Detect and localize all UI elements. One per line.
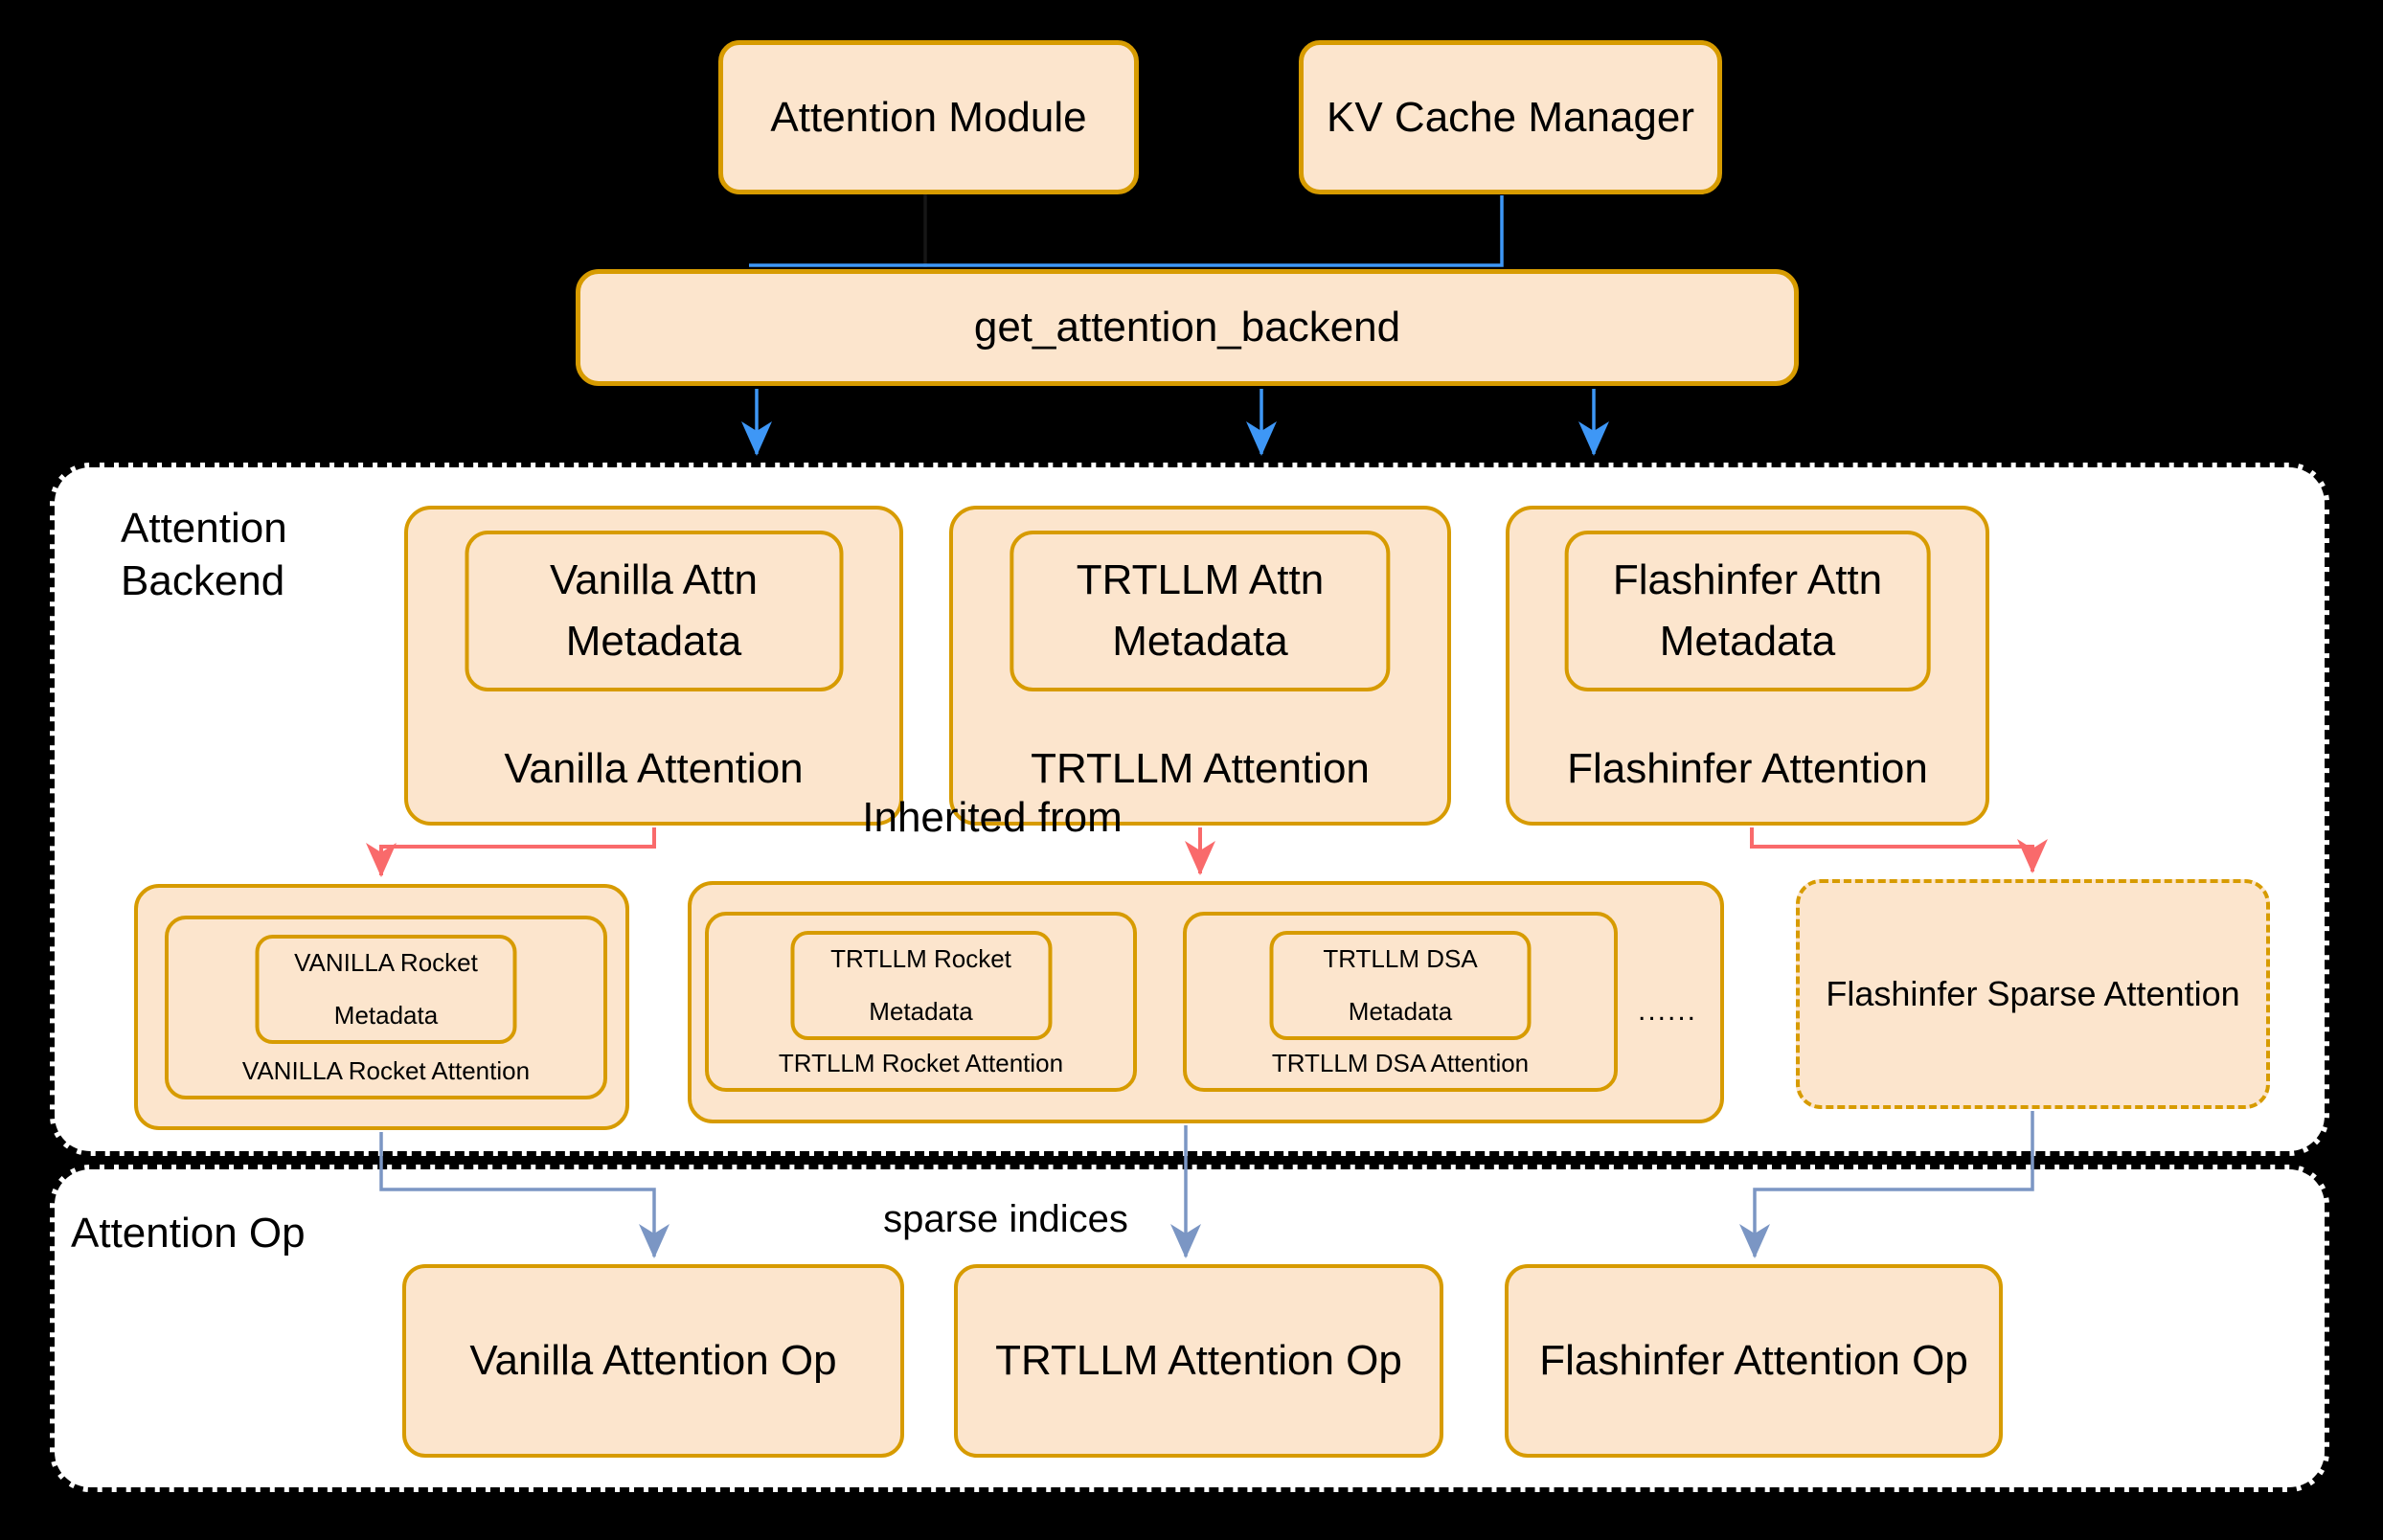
inherited-from-label: Inherited from (862, 794, 1123, 841)
flashinfer-attention-node: Flashinfer Attn Metadata Flashinfer Atte… (1506, 506, 1989, 826)
sparse-indices-label: sparse indices (883, 1198, 1128, 1240)
flashinfer-attn-metadata-node: Flashinfer Attn Metadata (1564, 531, 1931, 691)
vanilla-rocket-outer-node: VANILLA Rocket Metadata VANILLA Rocket A… (134, 884, 629, 1130)
get-attention-backend-node: get_attention_backend (576, 269, 1799, 386)
trtllm-rocket-metadata-node: TRTLLM Rocket Metadata (790, 931, 1052, 1040)
trtllm-dsa-metadata-node: TRTLLM DSA Metadata (1269, 931, 1532, 1040)
attention-module-label: Attention Module (770, 93, 1087, 141)
attention-module-node: Attention Module (718, 40, 1139, 194)
edge-kv-cache-to-get (749, 195, 1504, 267)
trtllm-rocket-attention-node: TRTLLM Rocket Metadata TRTLLM Rocket Att… (705, 912, 1137, 1092)
trtllm-attention-label: TRTLLM Attention (1031, 745, 1370, 792)
flashinfer-sparse-attention-node: Flashinfer Sparse Attention (1796, 879, 2270, 1109)
trtllm-derived-group-node: TRTLLM Rocket Metadata TRTLLM Rocket Att… (688, 881, 1724, 1123)
flashinfer-sparse-attention-label: Flashinfer Sparse Attention (1826, 974, 2240, 1013)
trtllm-dsa-attention-label: TRTLLM DSA Attention (1271, 1049, 1530, 1077)
trtllm-rocket-attention-label: TRTLLM Rocket Attention (778, 1049, 1064, 1077)
trtllm-attention-op-node: TRTLLM Attention Op (954, 1264, 1443, 1458)
flashinfer-attention-op-node: Flashinfer Attention Op (1505, 1264, 2003, 1458)
vanilla-attention-node: Vanilla Attn Metadata Vanilla Attention (404, 506, 903, 826)
backend-section-title: Attention Backend (121, 505, 287, 604)
vanilla-rocket-attention-label: VANILLA Rocket Attention (241, 1056, 531, 1085)
vanilla-attn-metadata-node: Vanilla Attn Metadata (465, 531, 843, 691)
vanilla-rocket-attention-node: VANILLA Rocket Metadata VANILLA Rocket A… (165, 916, 607, 1099)
flashinfer-attention-op-label: Flashinfer Attention Op (1539, 1337, 1968, 1384)
ellipsis-more-backends: ...... (1638, 995, 1698, 1027)
trtllm-attention-op-label: TRTLLM Attention Op (995, 1337, 1402, 1384)
trtllm-dsa-attention-node: TRTLLM DSA Metadata TRTLLM DSA Attention (1183, 912, 1618, 1092)
vanilla-attention-label: Vanilla Attention (504, 745, 804, 792)
vanilla-rocket-metadata-node: VANILLA Rocket Metadata (255, 935, 517, 1044)
flashinfer-attention-label: Flashinfer Attention (1567, 745, 1928, 792)
kv-cache-manager-node: KV Cache Manager (1299, 40, 1722, 194)
vanilla-attention-op-label: Vanilla Attention Op (469, 1337, 837, 1384)
vanilla-attention-op-node: Vanilla Attention Op (402, 1264, 904, 1458)
kv-cache-manager-label: KV Cache Manager (1327, 93, 1694, 141)
op-section-title: Attention Op (71, 1210, 306, 1257)
trtllm-attn-metadata-node: TRTLLM Attn Metadata (1010, 531, 1391, 691)
get-attention-backend-label: get_attention_backend (973, 304, 1401, 351)
trtllm-attention-node: TRTLLM Attn Metadata TRTLLM Attention (949, 506, 1451, 826)
